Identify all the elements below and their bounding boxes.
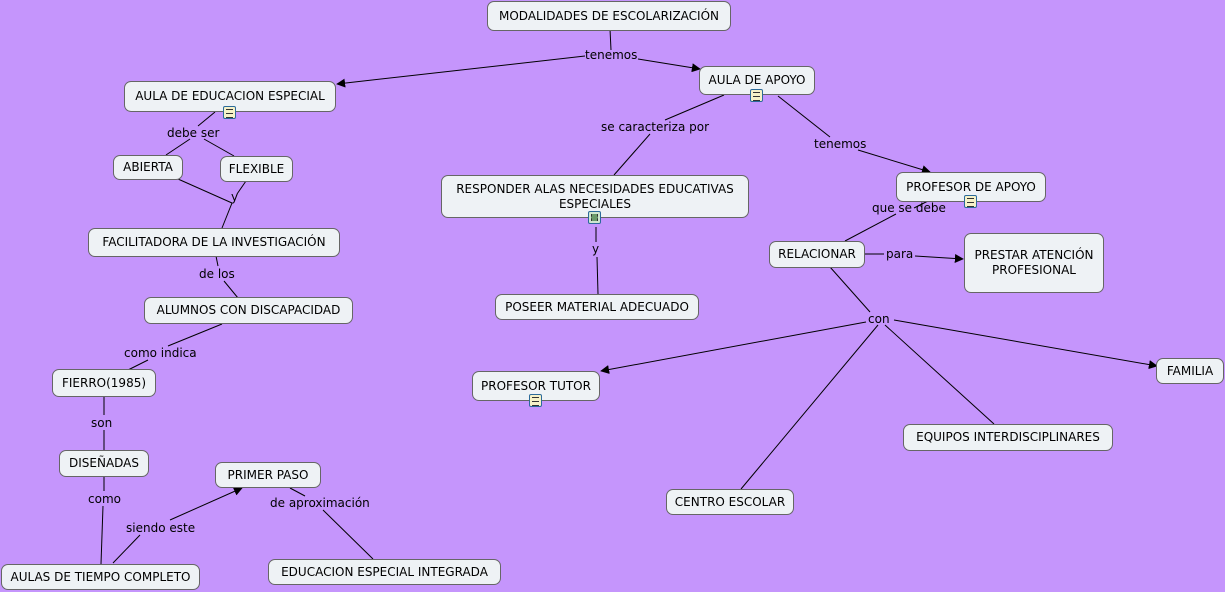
link-line xyxy=(322,509,374,560)
link-line xyxy=(289,487,306,497)
link-line xyxy=(127,359,149,371)
node-label-line2: PROFESIONAL xyxy=(992,263,1076,277)
node-label: EQUIPOS INTERDISCIPLINARES xyxy=(916,430,1100,444)
link-line xyxy=(221,202,233,229)
link-line xyxy=(165,138,191,156)
video-icon[interactable] xyxy=(588,211,601,224)
node-label-line1: PRESTAR ATENCIÓN xyxy=(974,248,1094,262)
node-label: EDUCACION ESPECIAL INTEGRADA xyxy=(281,564,488,579)
link-label-tenemos: tenemos xyxy=(585,48,638,62)
link-label-y: y xyxy=(231,190,239,204)
link-line xyxy=(215,255,219,267)
node-familia[interactable]: FAMILIA xyxy=(1156,358,1224,384)
link-line xyxy=(664,94,725,121)
document-icon[interactable] xyxy=(529,394,542,407)
link-label-de-aproximacion: de aproximación xyxy=(270,496,370,510)
node-label: DISEÑADAS xyxy=(68,456,140,470)
link-line xyxy=(637,58,701,73)
link-line xyxy=(857,149,931,174)
node-label: AULAS DE TIEMPO COMPLETO xyxy=(10,569,191,584)
node-label-line2: ESPECIALES xyxy=(558,196,631,211)
node-centro-escolar[interactable]: CENTRO ESCOLAR xyxy=(666,489,794,515)
node-label: ALUMNOS CON DISCAPACIDAD xyxy=(156,303,341,317)
node-relacionar[interactable]: RELACIONAR xyxy=(769,241,865,268)
node-facilitadora[interactable]: FACILITADORA DE LA INVESTIGACIÓN xyxy=(88,228,340,257)
link-line xyxy=(844,213,897,242)
node-fierro[interactable]: FIERRO(1985) xyxy=(52,369,156,397)
node-label: MODALIDADES DE ESCOLARIZACIÓN xyxy=(498,8,720,23)
link-label-que-se-debe: que se debe xyxy=(872,201,946,215)
node-label: FLEXIBLE xyxy=(228,161,285,176)
link-label-debe-ser: debe ser xyxy=(167,126,220,140)
link-line xyxy=(613,133,651,176)
node-label: AULA DE APOYO xyxy=(708,73,806,87)
link-line xyxy=(913,200,929,209)
node-label: FAMILIA xyxy=(1166,363,1214,378)
link-line xyxy=(914,254,964,263)
link-line xyxy=(893,319,1158,370)
node-label: PROFESOR DE APOYO xyxy=(906,179,1036,194)
node-responder[interactable]: RESPONDER ALAS NECESIDADES EDUCATIVAS ES… xyxy=(441,175,749,218)
node-label: PROFESOR TUTOR xyxy=(481,378,591,393)
node-aulas-tiempo-completo[interactable]: AULAS DE TIEMPO COMPLETO xyxy=(1,564,200,590)
node-prestar-atencion[interactable]: PRESTAR ATENCIÓN PROFESIONAL xyxy=(964,233,1104,293)
document-icon[interactable] xyxy=(750,89,763,102)
link-line xyxy=(596,256,599,295)
link-line xyxy=(777,95,831,138)
node-label: FACILITADORA DE LA INVESTIGACIÓN xyxy=(102,235,326,249)
link-label-se-caracteriza: se caracteriza por xyxy=(601,120,709,134)
node-label: ABIERTA xyxy=(123,160,173,174)
link-line xyxy=(884,324,995,425)
link-line xyxy=(177,178,233,204)
link-label-y: y xyxy=(592,242,600,256)
link-line xyxy=(336,55,586,88)
link-line xyxy=(236,180,247,195)
node-poseer[interactable]: POSEER MATERIAL ADECUADO xyxy=(495,294,699,320)
link-label-con: con xyxy=(868,312,890,326)
link-line xyxy=(112,534,141,564)
link-line xyxy=(203,138,235,157)
link-line xyxy=(609,28,612,51)
link-label-para: para xyxy=(886,247,914,261)
node-disenadas[interactable]: DISEÑADAS xyxy=(59,450,149,477)
link-line xyxy=(223,280,239,299)
document-icon[interactable] xyxy=(964,195,977,208)
node-label-line1: RESPONDER ALAS NECESIDADES EDUCATIVAS xyxy=(456,181,734,196)
node-primer-paso[interactable]: PRIMER PASO xyxy=(215,462,321,488)
node-abierta[interactable]: ABIERTA xyxy=(113,155,183,180)
node-label: CENTRO ESCOLAR xyxy=(674,494,786,509)
link-line xyxy=(169,487,243,521)
node-flexible[interactable]: FLEXIBLE xyxy=(220,156,293,182)
link-label-de-los: de los xyxy=(199,267,235,281)
link-label-como-indica: como indica xyxy=(124,346,197,360)
link-line xyxy=(600,321,867,374)
link-label-siendo-este: siendo este xyxy=(126,521,196,535)
node-educacion-integrada[interactable]: EDUCACION ESPECIAL INTEGRADA xyxy=(268,559,501,585)
node-label: POSEER MATERIAL ADECUADO xyxy=(505,299,689,314)
link-label-como: como xyxy=(88,492,121,506)
link-line xyxy=(740,324,879,490)
link-line xyxy=(829,266,871,313)
document-icon[interactable] xyxy=(223,106,236,119)
node-label: FIERRO(1985) xyxy=(61,375,147,390)
node-label: RELACIONAR xyxy=(778,247,856,261)
link-label-son: son xyxy=(91,416,113,430)
link-line xyxy=(197,111,216,127)
link-label-tenemos: tenemos xyxy=(814,137,867,151)
node-alumnos[interactable]: ALUMNOS CON DISCAPACIDAD xyxy=(144,297,353,324)
link-line xyxy=(100,505,104,565)
node-label: AULA DE EDUCACION ESPECIAL xyxy=(135,89,325,103)
node-label: PRIMER PASO xyxy=(227,467,309,482)
node-modalidades[interactable]: MODALIDADES DE ESCOLARIZACIÓN xyxy=(487,1,731,31)
link-line xyxy=(167,323,223,347)
node-equipos-interdisciplinares[interactable]: EQUIPOS INTERDISCIPLINARES xyxy=(903,424,1113,451)
